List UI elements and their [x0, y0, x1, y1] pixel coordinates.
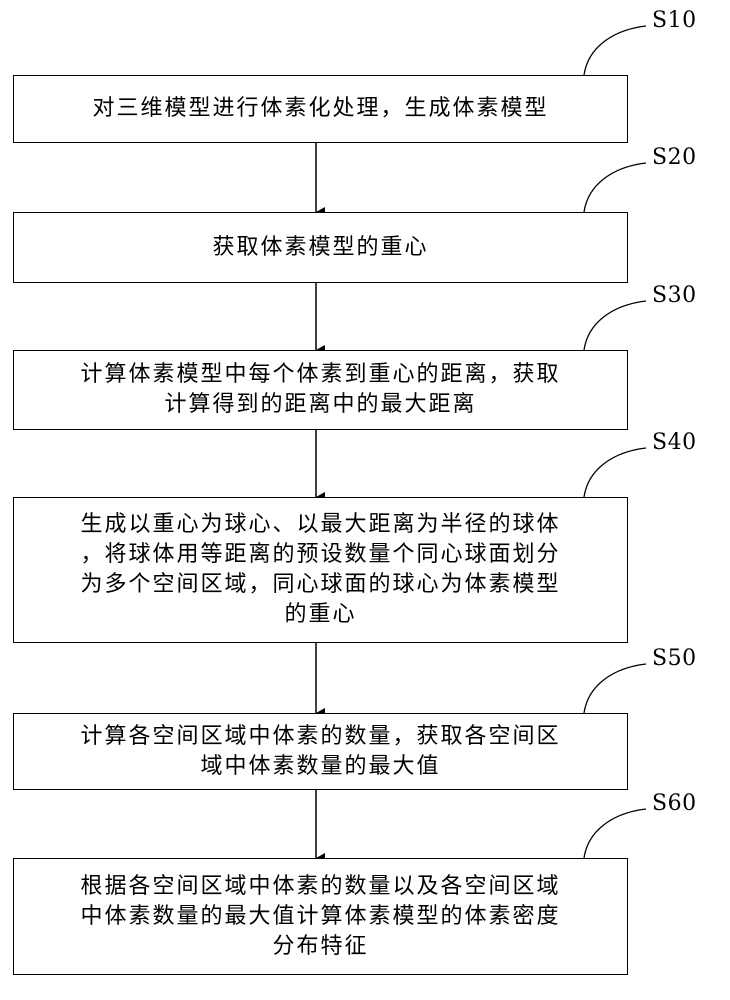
step-box-s60: 根据各空间区域中体素的数量以及各空间区域 中体素数量的最大值计算体素模型的体素密… [13, 858, 628, 975]
leader-s30 [583, 300, 647, 351]
step-label-s40: S40 [652, 430, 697, 455]
step-text-s40: 生成以重心为球心、以最大距离为半径的球体 ，将球体用等距离的预设数量个同心球面划… [80, 512, 561, 627]
step-text-s30: 计算体素模型中每个体素到重心的距离，获取 计算得到的距离中的最大距离 [80, 362, 561, 417]
step-label-s20: S20 [652, 145, 697, 170]
leader-s20 [583, 162, 647, 213]
step-box-s40: 生成以重心为球心、以最大距离为半径的球体 ，将球体用等距离的预设数量个同心球面划… [13, 497, 628, 643]
step-text-s20: 获取体素模型的重心 [212, 234, 429, 260]
step-label-s60: S60 [652, 791, 697, 816]
step-label-s50: S50 [652, 646, 697, 671]
step-box-s30: 计算体素模型中每个体素到重心的距离，获取 计算得到的距离中的最大距离 [13, 350, 628, 430]
step-box-s20: 获取体素模型的重心 [13, 212, 628, 283]
leader-s60 [583, 808, 647, 859]
step-label-s10: S10 [652, 8, 697, 33]
leader-s40 [583, 447, 647, 498]
step-text-s10: 对三维模型进行体素化处理，生成体素模型 [92, 96, 549, 121]
step-text-s50: 计算各空间区域中体素的数量，获取各空间区 域中体素数量的最大值 [80, 723, 561, 779]
step-text-s60: 根据各空间区域中体素的数量以及各空间区域 中体素数量的最大值计算体素模型的体素密… [80, 873, 561, 959]
leader-s10 [583, 25, 647, 76]
step-label-s30: S30 [652, 283, 697, 308]
step-box-s50: 计算各空间区域中体素的数量，获取各空间区 域中体素数量的最大值 [13, 713, 628, 790]
leader-s50 [583, 663, 647, 714]
step-box-s10: 对三维模型进行体素化处理，生成体素模型 [13, 75, 628, 143]
